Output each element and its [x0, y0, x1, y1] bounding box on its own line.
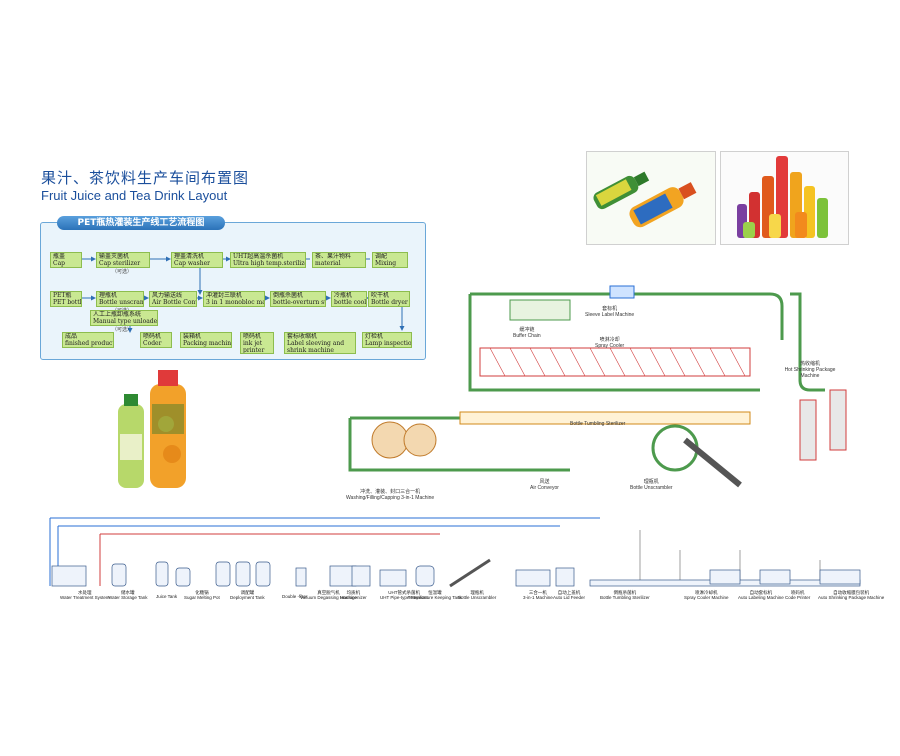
- title-english: Fruit Juice and Tea Drink Layout: [41, 188, 228, 203]
- spray-cooler-icon: [479, 347, 751, 377]
- sleeve-label-machine-icon: [609, 285, 635, 299]
- process-label-double-filter: Double -filter: [282, 594, 308, 599]
- process-line-diagram: [49, 517, 861, 588]
- flow-note-optional-3: （可选）: [112, 327, 133, 333]
- flow-note-optional-1: （可选）: [112, 269, 133, 275]
- process-label-juice-tank: Juice Tank: [156, 594, 178, 599]
- plant-layout-diagram: [348, 285, 847, 488]
- buffer-chain-icon: [509, 299, 571, 321]
- photo-tea-bottles: [586, 151, 716, 245]
- process-flow-title: PET瓶热灌装生产线工艺流程图: [57, 216, 225, 230]
- bottle-image-icon: [587, 152, 715, 244]
- juice-bottles-photo: [118, 370, 186, 488]
- title-chinese: 果汁、茶饮料生产车间布置图: [41, 169, 250, 187]
- water-treatment-icon: [51, 565, 87, 587]
- bottle-tumbling-sterilizer-icon: [459, 411, 751, 425]
- label-bottle-tumbling-sterilizer: Bottle Tumbling Sterilizer: [570, 421, 626, 427]
- hot-shrinking-machine-icon: [799, 399, 817, 461]
- photo-juice-bottles: [720, 151, 849, 245]
- monobloc-icon: [371, 421, 409, 459]
- bottle-group-icon: [721, 152, 848, 244]
